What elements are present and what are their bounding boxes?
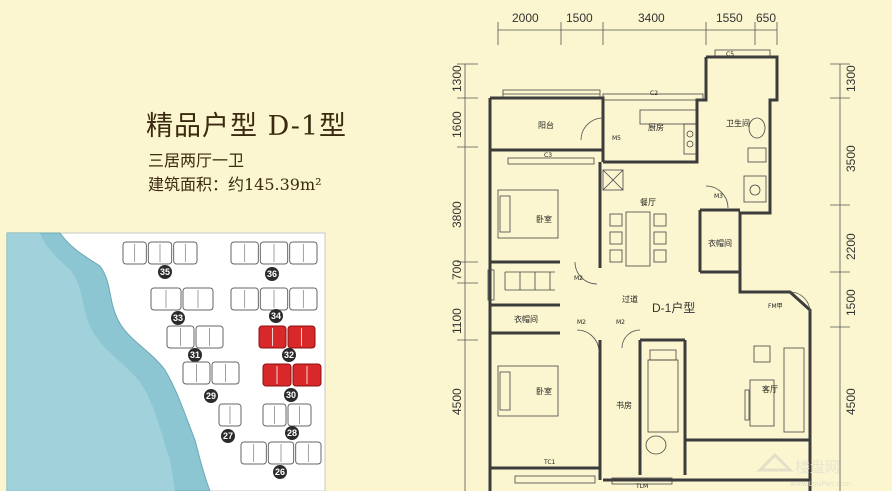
watermark-text: 楼盘网 <box>795 458 840 476</box>
code-m2c: M2 <box>616 319 625 326</box>
room-closet-right: 衣帽间 <box>708 238 732 248</box>
building-number: 30 <box>286 390 296 400</box>
room-dining: 餐厅 <box>640 198 656 207</box>
site-building-35: 35 <box>122 241 198 279</box>
building-number-badge <box>221 429 235 443</box>
code-c3: C3 <box>544 152 552 159</box>
building-number: 35 <box>160 267 170 277</box>
walls <box>488 55 812 491</box>
dim-left-5: 1100 <box>450 308 464 334</box>
building-number: 29 <box>206 391 216 401</box>
code-m2a: M2 <box>574 275 583 282</box>
code-tc1: TC1 <box>543 459 556 466</box>
dim-top-1: 2000 <box>512 11 539 25</box>
layout-type: 三居两厅一卫 <box>148 151 245 170</box>
site-building-27: 27 <box>218 403 242 443</box>
dim-left-2: 1600 <box>450 111 464 138</box>
site-building-33: 33 <box>150 287 214 325</box>
watermark: 楼盘网 www.LouPan.com <box>756 452 851 488</box>
site-building-30: 30 <box>262 363 322 402</box>
room-bathroom: 卫生间 <box>726 118 750 128</box>
building-number-badge <box>285 426 299 440</box>
building-number: 36 <box>267 269 277 279</box>
dim-right-2: 3500 <box>844 145 858 172</box>
page-title: 精品户型 D-1型 <box>146 111 348 142</box>
dim-top-5: 650 <box>756 11 776 25</box>
building-number-badge <box>188 348 202 362</box>
room-bedroom-top: 卧室 <box>536 214 552 224</box>
site-building-26: 26 <box>240 441 322 479</box>
room-corridor: 过道 <box>622 294 638 304</box>
building-number-badge <box>265 267 279 281</box>
code-c2: C2 <box>650 90 658 97</box>
dim-left-1: 1300 <box>450 65 464 92</box>
dim-left-4: 700 <box>450 260 464 280</box>
dim-right-1: 1300 <box>844 65 858 92</box>
building-number: 32 <box>284 350 294 360</box>
building-number: 31 <box>190 350 200 360</box>
dim-top-3: 3400 <box>638 11 665 25</box>
building-number: 26 <box>275 467 285 477</box>
building-number-badge <box>158 265 172 279</box>
floor-plan: 2000 1500 3400 1550 650 1300 1600 3800 7… <box>450 11 858 491</box>
code-m5: M5 <box>612 135 621 142</box>
unit-label: D-1户型 <box>652 300 695 315</box>
building-number: 27 <box>223 431 233 441</box>
site-building-31: 31 <box>166 325 224 362</box>
building-number-badge <box>204 389 218 403</box>
room-bedroom-bottom: 卧室 <box>536 386 552 396</box>
building-number: 28 <box>287 428 297 438</box>
dim-left-3: 3800 <box>450 201 464 228</box>
site-building-28: 28 <box>262 403 312 440</box>
building-number-badge <box>171 311 185 325</box>
code-c5: C5 <box>726 51 734 58</box>
room-kitchen: 厨房 <box>648 122 664 132</box>
site-building-32: 32 <box>258 325 316 362</box>
room-study: 书房 <box>616 400 632 410</box>
site-plan: 35 36 33 34 31 32 29 30 27 28 26 <box>6 232 326 491</box>
building-number: 34 <box>271 311 281 321</box>
building-number-badge <box>284 388 298 402</box>
room-closet-left: 衣帽间 <box>514 314 538 324</box>
site-building-29: 29 <box>182 361 240 403</box>
building-number-badge <box>273 465 287 479</box>
dim-top-4: 1550 <box>716 11 743 25</box>
site-building-36: 36 <box>230 241 318 281</box>
building-number-badge <box>282 348 296 362</box>
dim-right-5: 4500 <box>844 388 858 415</box>
dim-right-4: 1500 <box>844 289 858 316</box>
building-area: 建筑面积：约145.39m² <box>148 175 322 194</box>
building-number: 33 <box>173 313 183 323</box>
dim-right-3: 2200 <box>844 233 858 260</box>
code-tlm: TLM <box>635 483 648 490</box>
room-living: 客厅 <box>762 384 778 394</box>
dim-left-6: 4500 <box>450 388 464 415</box>
room-balcony: 阳台 <box>538 120 554 130</box>
dim-top-2: 1500 <box>566 11 593 25</box>
watermark-url: www.LouPan.com <box>790 480 851 488</box>
site-building-34: 34 <box>230 287 318 323</box>
code-m2b: M2 <box>577 319 586 326</box>
building-number-badge <box>269 309 283 323</box>
code-m3: M3 <box>714 193 723 200</box>
code-fm: FM甲 <box>768 303 783 310</box>
furniture <box>497 109 805 455</box>
